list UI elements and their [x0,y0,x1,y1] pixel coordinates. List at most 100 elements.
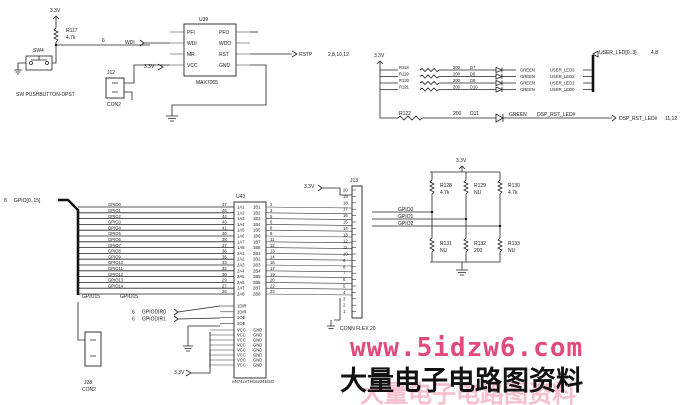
dsp-led-row: R122 200 D11 GREEN DSP_RST_LED# DSP_RST_… [380,111,677,123]
led-diode-symbol [495,86,504,93]
gpio-net-label: GPIO0 [108,202,121,207]
u43-a-num: 32 [222,266,227,271]
u43-b-pin: 2B2 [253,257,261,262]
r117-ref: R117 [66,28,78,34]
pull-up-value: 4.7k [440,190,450,196]
u43-a-num: 46 [222,208,227,213]
j13-name: CONN FLEX 20 [340,326,376,332]
u43-a-pin: 1A8 [237,245,245,250]
watermark-cn: 大量电子电路图资料 [340,365,583,397]
u43-b-num: 11 [270,237,275,242]
u43-a-pin: 1A5 [237,228,245,233]
ground-symbol [14,69,22,75]
bus-port [592,50,599,58]
u43-a-pin: 1A6 [237,234,245,239]
gpio15-label: GPIO15 [82,294,100,300]
pull-down-value: NU [440,248,448,254]
u43-b-num: 9 [270,231,273,236]
dsp-port-label: DSP_RST_LED# [619,116,658,122]
u43-b-pin: 2B7 [253,286,261,291]
junction [498,224,502,228]
u43-b-num: 3 [270,208,273,213]
rstp-port-arrow [291,50,298,58]
u43-dir-pin: 1DIR [237,304,247,309]
u43-gnd-pin: GND [253,328,262,333]
wire-j28 [77,302,85,341]
dir-net-label: GPIODIR1 [142,317,166,323]
u39-pin-gnd: GND [219,63,231,69]
sw4-contact [45,61,49,65]
u43-a-num: 35 [222,254,227,259]
led-resistor-ref: R121 [399,85,410,90]
u43-b-pin: 2B3 [253,263,261,268]
wire [322,187,352,196]
pull-net-label: GPIO1 [398,214,414,220]
u39-pin-wdi: WDI [187,41,197,47]
dir-num: 6 [132,317,135,323]
u43-b-num: 5 [270,214,273,219]
u43-b-num: 20 [270,278,275,283]
u43-b-wire [265,212,353,215]
ground-symbol [183,337,193,352]
led-resistor-symbol [419,87,440,92]
u43-a-pin: 2A7 [237,286,245,291]
led-diode-ref: D9 [470,78,476,83]
vcc-net-label: 3.3V [174,370,185,376]
u43-b-num: 12 [270,243,275,248]
pull-up-ref: R128 [440,183,452,189]
u43-vcc-pin: VCC [237,343,246,348]
u43-body [233,201,267,379]
led-resistor-symbol [419,80,440,86]
v33-label-led: 3.3V [374,53,385,59]
led-diode-ref: D8 [470,72,476,77]
u43-vcc-pin: VCC [237,348,246,353]
rstp-pages: 2,8,10,12 [328,52,349,58]
j12-name: CON2 [107,102,121,108]
j13-pin-num: 9 [343,258,346,263]
led-resistor-value: 200 [453,65,461,70]
u43-a-num: 37 [222,243,227,248]
u39-pin-wdo: WDO [219,41,231,47]
u43-dir-pin: 2DIR [237,309,247,314]
u39-pin-rst: RST [219,52,229,58]
gpio-lines: GPIO0GPIO1GPIO2GPIO3GPIO4GPIO5GPIO6GPIO7… [78,202,234,295]
j13-pin-num: 8 [343,264,346,269]
u43-gnd-pin: GND [253,338,262,343]
pull-down-resistor [497,232,503,262]
pull-up-resistor [497,172,503,232]
vcc-label-u39: 3.3V [144,64,155,70]
u43-b-pin: 1B6 [253,234,261,239]
u43-a-num: 38 [222,237,227,242]
gpio-net-label: GPIO7 [108,243,121,248]
pull-up-value: NU [474,190,482,196]
u43-b-num: 6 [270,220,273,225]
gpio-net-label: GPIO3 [108,220,121,225]
j13-pin-num: 14 [343,226,348,231]
u43-b-num: 13 [270,249,275,254]
r117-symbol [53,27,59,43]
led-resistor-symbol [419,67,440,73]
r122-symbol [397,115,423,121]
u39-pin-vcc: VCC [187,63,198,69]
u39-part: MAX7065 [196,80,218,86]
u43-b-pin: 1B8 [253,245,261,250]
u43-a-pin: 2A2 [237,257,245,262]
user-led-bus-label: USER_LED[0..3] [599,50,637,56]
u39-pin-mr: MR [187,52,195,58]
wire-j12-gnd [124,91,133,100]
led-color: GREEN [520,81,535,86]
d11-color: GREEN [509,112,527,118]
j13-body [351,185,363,319]
gpio-net-label: GPIO9 [108,254,121,259]
pull-up-ref: R129 [474,183,486,189]
u43-b-wire [265,224,353,226]
gpio-net-label: GPIO10 [108,260,124,265]
dsp-rst-led-net: DSP_RST_LED# [537,112,576,118]
led-net: USER_LED0 [550,87,575,92]
r122-value: 200 [453,111,462,117]
j13-pin-num: 6 [343,277,346,282]
